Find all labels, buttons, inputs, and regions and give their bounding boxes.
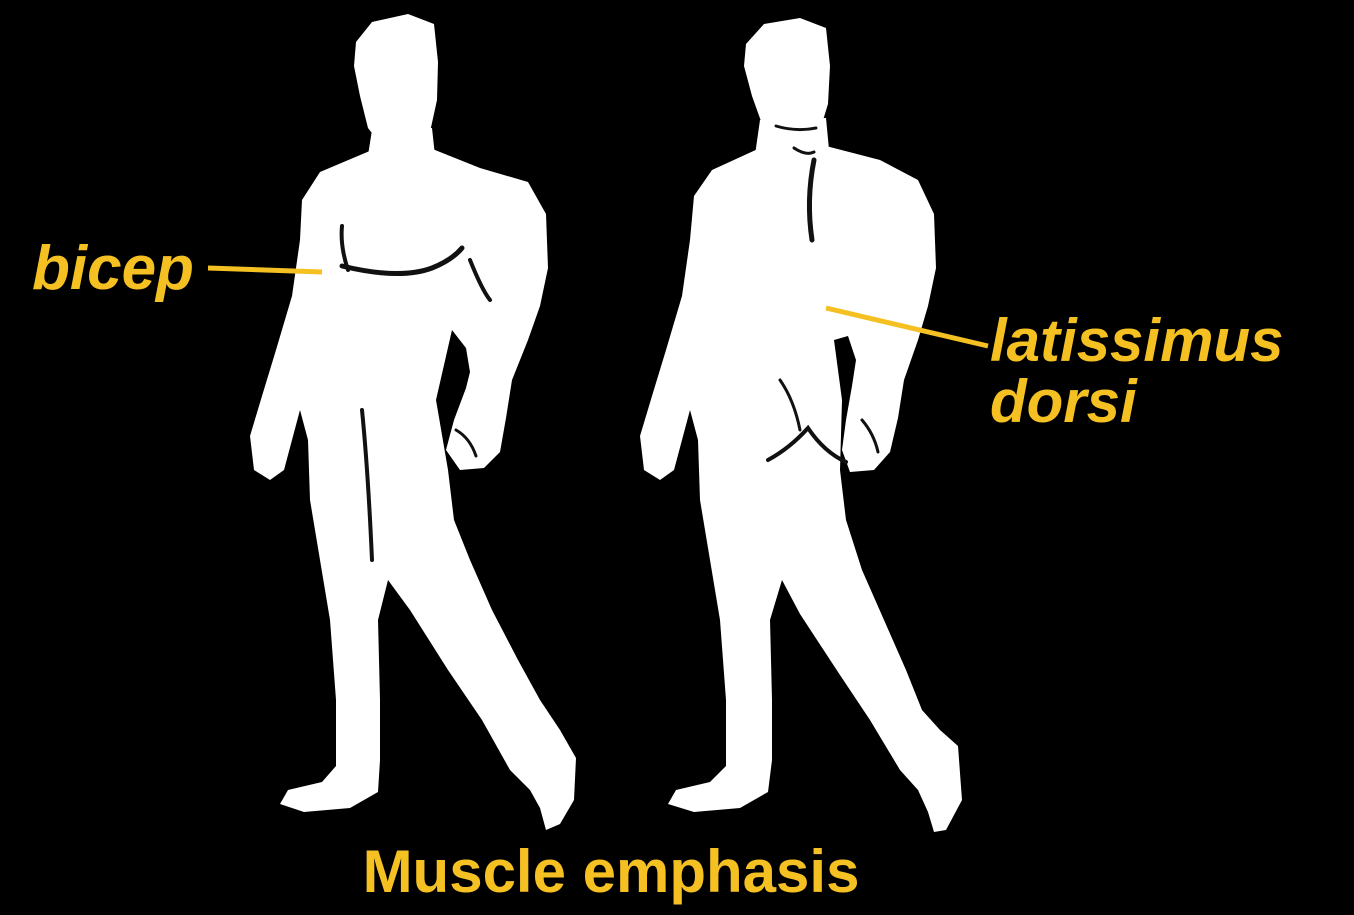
dorsi-label: dorsi	[990, 372, 1137, 432]
back-figure	[640, 18, 962, 832]
front-body	[250, 148, 576, 830]
front-figure	[250, 14, 576, 830]
caption: Muscle emphasis	[0, 842, 1222, 902]
latissimus-label: latissimus	[990, 311, 1283, 371]
back-body	[640, 146, 962, 832]
bicep-label: bicep	[32, 238, 194, 300]
